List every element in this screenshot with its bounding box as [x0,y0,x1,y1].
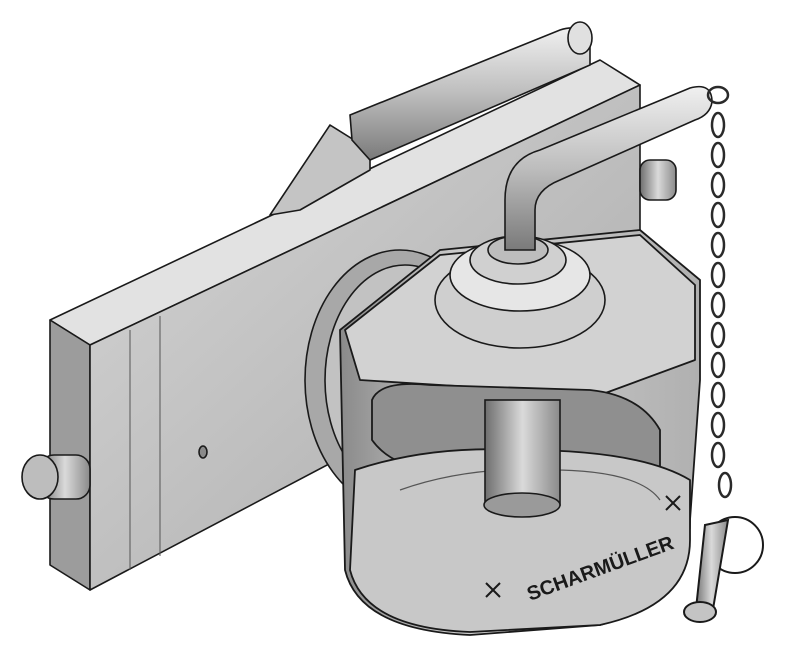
safety-chain [706,85,733,499]
right-boss [639,159,677,201]
grab-handle [349,21,593,161]
lynch-pin [683,516,764,623]
mounting-hole [198,445,208,459]
coupling-pin [483,399,561,518]
pin-head [434,235,606,349]
left-bolt [21,454,91,500]
brand-marks [485,495,681,598]
